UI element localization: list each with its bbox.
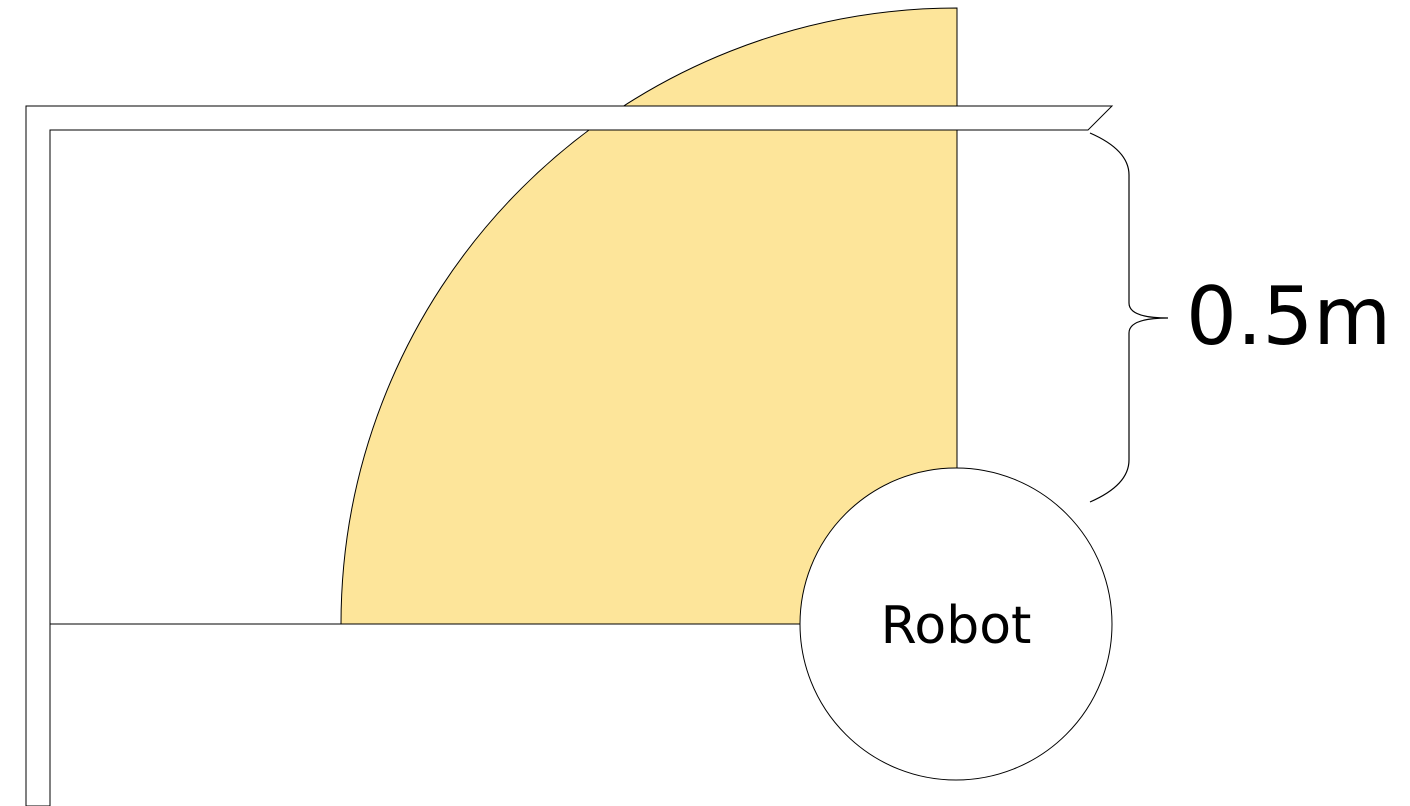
- distance-label: 0.5m: [1186, 270, 1391, 363]
- distance-brace: [1089, 132, 1169, 503]
- robot-label: Robot: [881, 596, 1032, 656]
- robot-circle: [799, 467, 1113, 781]
- reach-zone-quarter-circle: [340, 7, 958, 625]
- wall-frame: [25, 105, 1114, 806]
